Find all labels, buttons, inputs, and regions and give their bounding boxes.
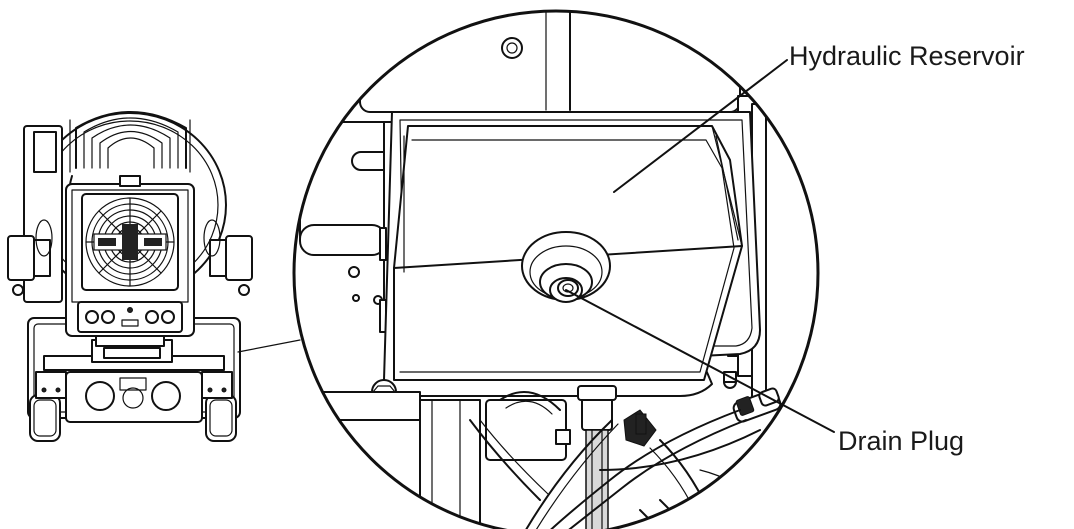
- machine-overview: [7, 111, 253, 442]
- hydraulic-reservoir-label: Hydraulic Reservoir: [789, 41, 1025, 71]
- drain-plug-label: Drain Plug: [838, 426, 965, 456]
- detail-circle-border: [292, 9, 820, 529]
- detail-leader-line: [237, 339, 301, 353]
- drain-plug-leader-line: [565, 289, 835, 433]
- reservoir-leader-line: [613, 59, 788, 193]
